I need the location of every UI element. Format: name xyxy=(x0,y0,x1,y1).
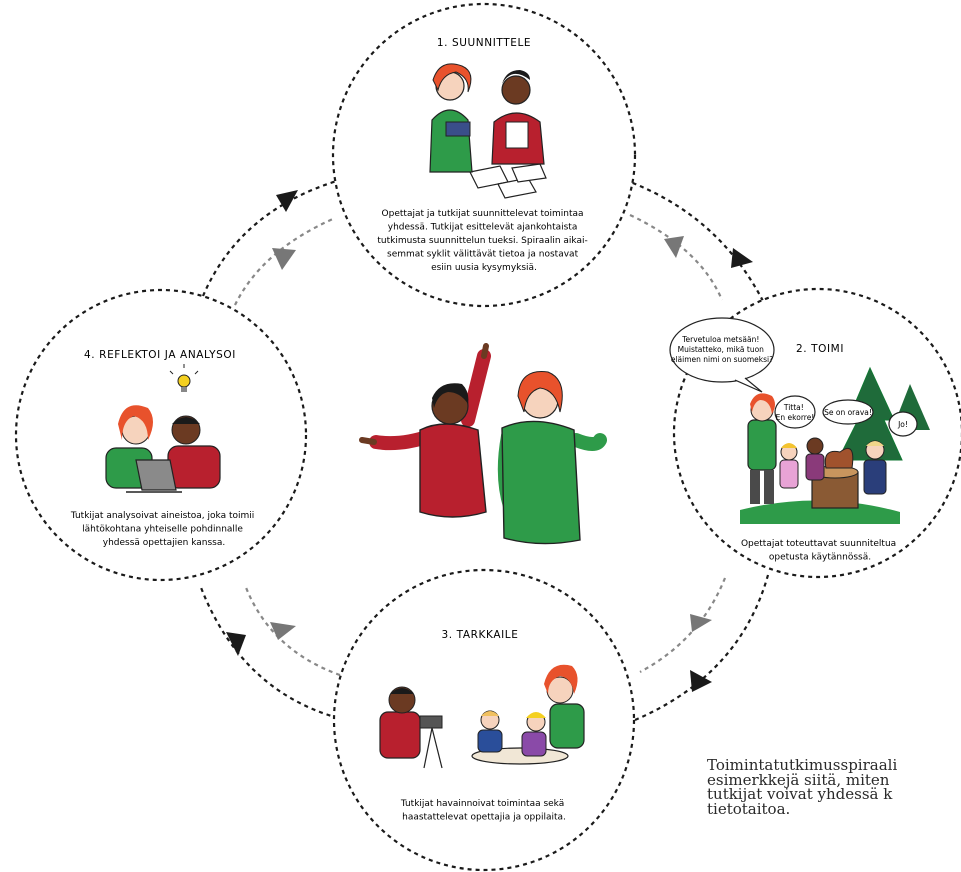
arrow-3-to-4-outer-icon xyxy=(226,632,246,656)
reflect-illustration xyxy=(105,364,221,493)
child-figure xyxy=(779,443,799,489)
speech-bubbles: Tervetuloa metsään! Muistatteko, mikä tu… xyxy=(669,317,918,437)
step-4-line: lähtökohtana yhteiselle pohdinnalle xyxy=(82,525,243,535)
child-figure xyxy=(477,710,503,753)
speech-bubble-child-3 xyxy=(888,411,918,437)
arc-3-to-4-outer xyxy=(198,584,339,720)
step-3-line: Tutkijat havainnoivat toimintaa sekä xyxy=(400,799,564,809)
arrow-2-to-3-inner-icon xyxy=(690,614,712,632)
step-1-line: semmat syklit välittävät tietoa ja nosta… xyxy=(387,250,579,260)
speech-line: Titta! xyxy=(783,403,804,412)
teacher-figure-observe xyxy=(544,664,585,749)
speech-bubble-teacher xyxy=(669,317,775,383)
laptop-icon xyxy=(126,459,182,493)
speech-bubble-child-2 xyxy=(822,399,874,425)
step-1-line: yhdessä. Tutkijat esittelevät ajankohtai… xyxy=(388,223,578,233)
step-1-description: Opettajat ja tutkijat suunnittelevat toi… xyxy=(377,209,590,273)
arrowheads xyxy=(226,190,753,692)
speech-line: Muistatteko, mikä tuon xyxy=(678,345,765,354)
arrow-4-to-1-outer-icon xyxy=(276,190,298,212)
lightbulb-icon xyxy=(169,364,199,392)
arc-3-to-4-inner xyxy=(243,584,341,677)
arrow-1-to-2-outer-icon xyxy=(731,248,753,268)
researcher-figure-reflect xyxy=(167,415,221,489)
outer-connector-arcs xyxy=(198,178,770,722)
speech-child-2-text: Se on orava! xyxy=(824,408,872,417)
child-figure xyxy=(805,437,825,481)
step-3-line: haastattelevat opettajia ja oppilaita. xyxy=(402,813,566,823)
step-2-line: opetusta käytännössä. xyxy=(769,553,871,563)
arrow-4-to-1-inner-icon xyxy=(272,248,296,270)
speech-line: Tervetuloa metsään! xyxy=(681,335,759,344)
caption-text: Toimintatutkimusspiraali esimerkkejä sii… xyxy=(707,758,961,816)
step-3-title: 3. TARKKAILE xyxy=(442,629,519,641)
step-3: 3. TARKKAILE xyxy=(379,629,585,823)
step-4: 4. REFLEKTOI JA ANALYSOI xyxy=(70,349,257,548)
step-2-line: Opettajat toteuttavat suunniteltua xyxy=(741,539,896,549)
squirrel-icon xyxy=(824,448,854,469)
arc-1-to-2-outer xyxy=(624,178,766,306)
observe-illustration xyxy=(379,664,585,769)
caption-line: tutkijat voivat yhdessä k xyxy=(707,785,893,803)
step-2-title: 2. TOIMI xyxy=(796,343,844,355)
researcher-figure-observe xyxy=(379,686,443,769)
caption-line: tietotaitoa. xyxy=(707,799,791,816)
circle-plan xyxy=(331,2,637,308)
step-1-title: 1. SUUNNITTELE xyxy=(437,37,531,49)
arrow-3-to-4-inner-icon xyxy=(270,622,296,640)
center-illustration xyxy=(359,343,607,545)
researcher-figure-center xyxy=(359,343,491,518)
step-4-line: Tutkijat analysoivat aineistoa, joka toi… xyxy=(70,511,254,521)
arc-1-to-2-inner xyxy=(629,214,724,301)
step-1-line: esiin uusia kysymyksiä. xyxy=(431,263,537,273)
speech-child-1-text: Titta! En ekorre! xyxy=(776,403,815,422)
step-2: 2. TOIMI xyxy=(669,317,930,563)
arc-4-to-1-outer xyxy=(201,178,341,297)
step-4-title: 4. REFLEKTOI JA ANALYSOI xyxy=(84,349,236,361)
arrow-1-to-2-inner-icon xyxy=(664,236,684,258)
child-figure xyxy=(521,712,547,757)
teacher-figure-center xyxy=(497,371,607,545)
step-2-description: Opettajat toteuttavat suunniteltua opetu… xyxy=(741,539,899,563)
teacher-figure-act xyxy=(747,393,777,504)
plan-illustration xyxy=(429,63,547,199)
speech-teacher-text: Tervetuloa metsään! Muistatteko, mikä tu… xyxy=(671,335,773,364)
speech-bubble-child-1 xyxy=(774,395,816,429)
speech-child-3-text: Jo! xyxy=(897,420,908,429)
step-1: 1. SUUNNITTELE Opettajat ja tutkijat xyxy=(377,37,590,273)
teacher-figure-plan xyxy=(429,63,473,173)
step-4-description: Tutkijat analysoivat aineistoa, joka toi… xyxy=(70,511,257,548)
speech-line: En ekorre! xyxy=(776,413,815,422)
step-3-description: Tutkijat havainnoivat toimintaa sekä haa… xyxy=(400,799,567,823)
circle-reflect xyxy=(14,288,308,582)
caption-line: Toimintatutkimusspiraali xyxy=(707,758,898,774)
step-4-line: yhdessä opettajien kanssa. xyxy=(103,538,226,548)
video-camera-icon xyxy=(419,715,443,729)
arrow-2-to-3-outer-icon xyxy=(690,670,712,692)
step-1-line: Opettajat ja tutkijat suunnittelevat toi… xyxy=(382,209,584,219)
step-1-line: tutkimusta suunnittelun tueksi. Spiraali… xyxy=(377,236,587,246)
arc-2-to-3-outer xyxy=(634,574,770,722)
inner-connector-arcs xyxy=(234,214,727,677)
speech-line: eläimen nimi on suomeksi? xyxy=(671,355,773,364)
researcher-figure-plan xyxy=(491,70,545,165)
child-figure xyxy=(863,440,887,495)
arc-2-to-3-inner xyxy=(639,577,727,673)
caption-line: esimerkkejä siitä, miten xyxy=(707,770,890,789)
paper-sheet xyxy=(511,163,547,183)
